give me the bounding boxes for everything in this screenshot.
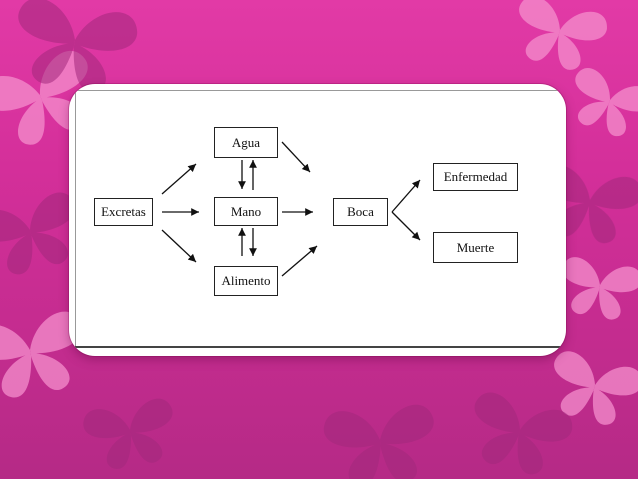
arrow-excretas-agua (161, 163, 197, 195)
diagram-card: Excretas Agua Mano Alimento Boca Enferme… (69, 84, 566, 356)
node-agua: Agua (214, 127, 278, 158)
arrow-boca-muerte (391, 211, 421, 241)
butterfly-icon (507, 0, 611, 77)
card-border-bottom (75, 346, 566, 348)
node-mano: Mano (214, 197, 278, 226)
node-alimento: Alimento (214, 266, 278, 296)
butterfly-icon (561, 64, 638, 144)
arrow-boca-enfermedad (391, 179, 421, 213)
node-enfermedad: Enfermedad (433, 163, 518, 191)
arrow-agua-boca (281, 141, 311, 173)
node-boca: Boca (333, 198, 388, 226)
arrow-alimento-boca (281, 245, 318, 277)
arrow-excretas-alimento (161, 229, 197, 263)
butterfly-icon (81, 396, 181, 474)
card-border-left (75, 90, 76, 348)
diagram-arrows (161, 141, 421, 277)
card-border-top (69, 90, 566, 91)
node-muerte: Muerte (433, 232, 518, 263)
butterfly-icon (554, 255, 638, 324)
butterfly-icon (322, 403, 439, 479)
butterfly-icon (461, 388, 576, 479)
node-excretas: Excretas (94, 198, 153, 226)
